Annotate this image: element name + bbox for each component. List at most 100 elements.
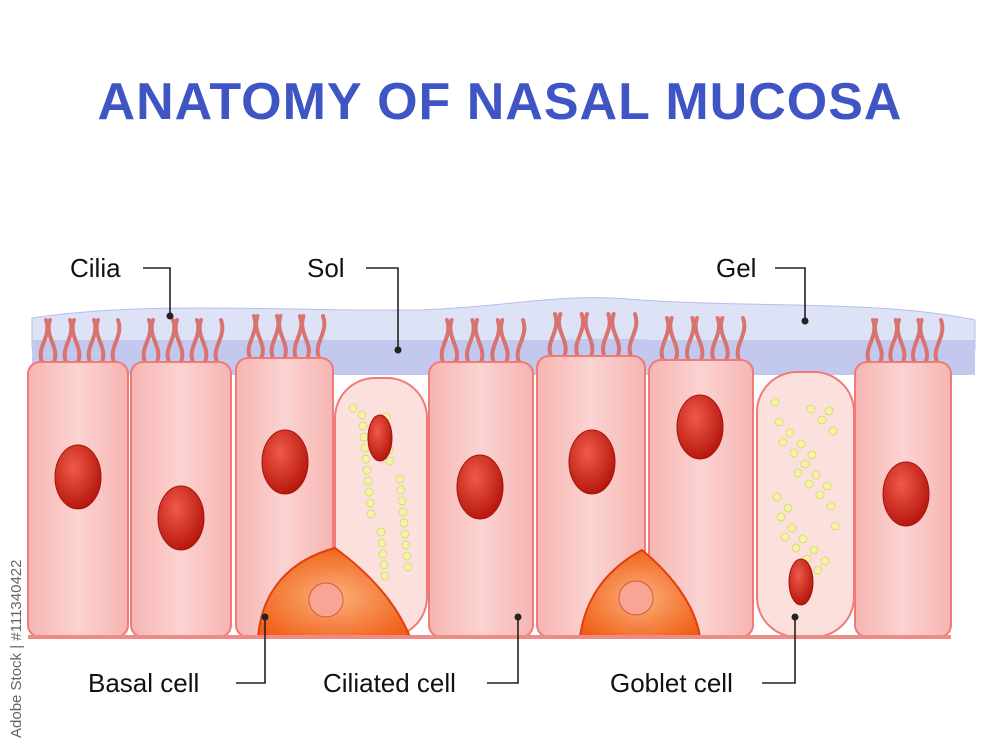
cilium (933, 318, 945, 364)
basal-cell-label: Basal cell (88, 668, 199, 698)
cilium (38, 318, 50, 364)
cilium (873, 318, 884, 364)
cilium (473, 318, 485, 364)
mucin-granule (826, 501, 836, 511)
mucin-granule (787, 523, 797, 533)
goblet-cell-pointer-dot (791, 613, 799, 621)
cilium (895, 318, 907, 364)
mucin-granule (395, 474, 405, 484)
cilium (86, 318, 98, 364)
sol-leader-line (366, 267, 399, 350)
cilium (165, 318, 177, 364)
cilium (627, 312, 639, 358)
mucin-granule (378, 549, 388, 559)
cilia-label: Cilia (70, 253, 121, 283)
cilium (149, 318, 161, 364)
cilium (610, 312, 621, 358)
mucin-granule (820, 556, 830, 566)
mucin-granule (376, 527, 386, 537)
mucin-granule (815, 490, 825, 500)
cilium (710, 316, 721, 362)
mucin-granule (789, 448, 799, 458)
mucin-granule (380, 571, 390, 581)
basal-cell-leader-line (236, 617, 266, 684)
mucin-granule (813, 565, 823, 575)
cilium (213, 318, 225, 364)
mucin-granule (362, 465, 372, 475)
mucin-granule (396, 485, 406, 495)
mucin-granule (366, 509, 376, 519)
cilium (574, 312, 585, 358)
cilium (557, 312, 568, 358)
cilia-pointer-dot (166, 312, 174, 320)
cilium (315, 314, 327, 360)
nucleus (568, 429, 616, 495)
cilium (719, 316, 730, 362)
cilium (189, 318, 201, 364)
mucin-granule (778, 437, 788, 447)
mucin-granule (804, 479, 814, 489)
cilium (277, 314, 288, 360)
cilium (668, 316, 679, 362)
page-title: ANATOMY OF NASAL MUCOSA (97, 73, 903, 131)
mucin-granule (793, 468, 803, 478)
mucin-granule (403, 562, 413, 572)
cilium (583, 312, 595, 358)
mucin-granule (399, 518, 409, 528)
mucin-granule (385, 456, 395, 466)
goblet-cell-label: Goblet cell (610, 668, 733, 698)
mucin-granule (783, 503, 793, 513)
cilium (659, 316, 671, 362)
mucin-granule (360, 443, 370, 453)
mucin-granule (397, 496, 407, 506)
cilium (685, 316, 696, 362)
cilium (735, 316, 747, 362)
nucleus (367, 414, 393, 462)
gel-label: Gel (716, 253, 756, 283)
nucleus (456, 454, 504, 520)
basal-nucleus (308, 582, 344, 618)
mucin-granule (798, 534, 808, 544)
cilium (918, 318, 929, 364)
mucin-granule (770, 397, 780, 407)
mucin-granule (401, 540, 411, 550)
cilia-group (38, 312, 945, 364)
sol-label: Sol (307, 253, 345, 283)
mucin-granule (365, 498, 375, 508)
ciliated-cell-pointer-dot (514, 613, 522, 621)
mucin-granule (780, 532, 790, 542)
mucin-granule (776, 512, 786, 522)
mucin-granule (807, 450, 817, 460)
mucin-granule (348, 403, 358, 413)
cilium (70, 318, 82, 364)
cilium (141, 318, 153, 364)
cilium (465, 318, 476, 364)
gel-leader-line (775, 267, 806, 321)
mucin-granule (358, 421, 368, 431)
mucin-granule (800, 459, 810, 469)
mucin-granule (811, 470, 821, 480)
cilium (173, 318, 185, 364)
mucin-granule (357, 410, 367, 420)
mucin-granule (377, 538, 387, 548)
ciliated-cell-label: Ciliated cell (323, 668, 456, 698)
cilium (601, 312, 612, 358)
goblet-cell-leader-line (762, 617, 796, 684)
nucleus (261, 429, 309, 495)
mucin-granule (359, 432, 369, 442)
cilium (499, 318, 510, 364)
gel-pointer-dot (801, 317, 809, 325)
cell-layer (27, 355, 952, 639)
basal-cell-pointer-dot (261, 613, 269, 621)
mucin-granule (363, 476, 373, 486)
nucleus (788, 558, 814, 606)
mucin-granule (809, 545, 819, 555)
cilium (439, 318, 451, 364)
mucin-granule (796, 439, 806, 449)
mucin-granule (402, 551, 412, 561)
sol-pointer-dot (394, 346, 402, 354)
mucin-granule (806, 404, 816, 414)
ciliated-cell-leader-line (487, 617, 519, 684)
cilium (62, 318, 74, 364)
mucin-granule (828, 426, 838, 436)
